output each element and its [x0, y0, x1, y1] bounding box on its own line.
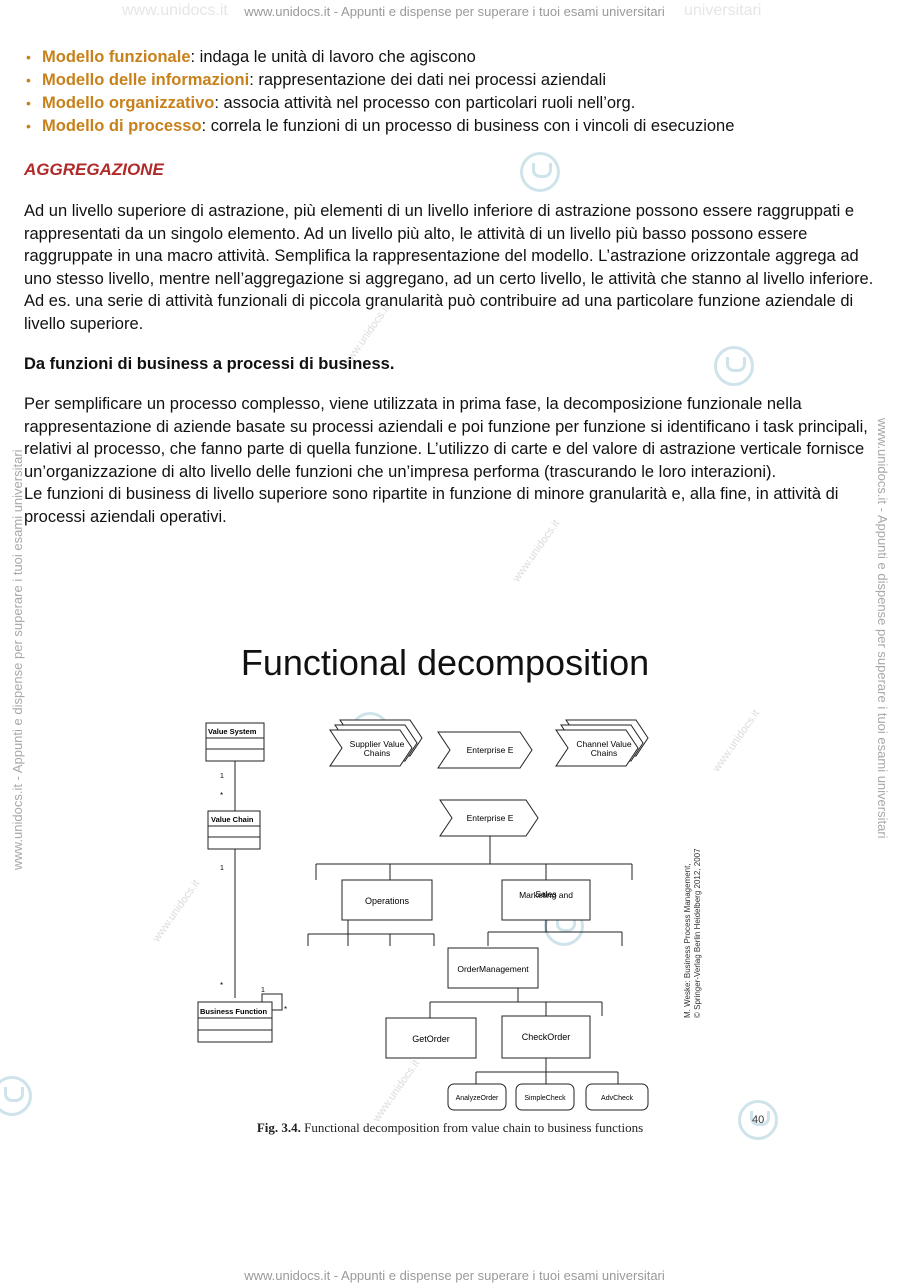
order-management-node — [447, 947, 539, 989]
watermark-logo-icon — [738, 1100, 778, 1140]
supplier-value-chain-shape — [329, 719, 423, 767]
uml-business-function — [197, 993, 283, 1043]
order-management-label: OrderManagement — [457, 964, 529, 974]
uml-multiplicity: * — [220, 981, 223, 990]
model-desc: : indaga le unità di lavoro che agiscono — [190, 48, 476, 66]
model-term: Modello funzionale — [42, 48, 191, 66]
uml-value-chain — [207, 810, 261, 850]
uml-multiplicity: * — [284, 1005, 287, 1014]
section-title-aggregazione: AGGREGAZIONE — [24, 160, 164, 179]
model-list: • Modello funzionale: indaga le unità di … — [24, 46, 884, 138]
bullet-icon: • — [26, 118, 31, 134]
enterprise-root-label: Enterprise E — [467, 813, 514, 823]
decomposition-paragraph-1: Per semplificare un processo complesso, … — [24, 395, 868, 481]
functional-decomposition-figure: Functional decomposition Value System 1 … — [190, 628, 720, 1148]
figure-credit-line2: © Springer-Verlag Berlin Heidelberg 2012… — [693, 848, 702, 1018]
watermark-side-left: www.unidocs.it - Appunti e dispense per … — [10, 449, 25, 870]
figure-caption-text: Functional decomposition from value chai… — [304, 1120, 644, 1135]
uml-multiplicity: 1 — [220, 773, 224, 780]
figure-credit-line1: M. Weske: Business Process Management, — [683, 863, 692, 1018]
adv-check-node — [585, 1083, 649, 1111]
enterprise-root-shape — [439, 799, 539, 837]
tree-connectors — [307, 836, 633, 1084]
model-term: Modello organizzativo — [42, 94, 215, 112]
model-desc: : rappresentazione dei dati nei processi… — [249, 71, 606, 89]
marketing-sales-label: Marketing andSales — [519, 889, 573, 900]
figure-title: Functional decomposition — [241, 642, 649, 683]
page-number: 40 — [752, 1114, 765, 1126]
bullet-icon: • — [26, 95, 31, 111]
decomposition-heading: Da funzioni di business a processi di bu… — [24, 355, 395, 373]
page-content: • Modello funzionale: indaga le unità di … — [24, 46, 884, 528]
check-order-label: CheckOrder — [522, 1032, 571, 1042]
get-order-node — [385, 1017, 477, 1059]
watermark-ghost-right: universitari — [684, 2, 762, 19]
figure-credit: M. Weske: Business Process Management, ©… — [683, 848, 702, 1018]
channel-value-chain-shape — [555, 719, 649, 767]
simple-check-label: SimpleCheck — [524, 1095, 566, 1102]
uml-multiplicity: 1 — [261, 987, 265, 994]
enterprise-chain-label: Enterprise E — [467, 745, 514, 755]
operations-node — [341, 879, 433, 921]
marketing-sales-node — [501, 879, 591, 921]
list-item: • Modello delle informazioni: rappresenta… — [24, 69, 884, 92]
model-term: Modello di processo — [42, 117, 202, 135]
get-order-label: GetOrder — [412, 1034, 450, 1044]
watermark-logo-icon — [520, 152, 560, 192]
model-term: Modello delle informazioni — [42, 71, 250, 89]
adv-check-label: AdvCheck — [601, 1095, 633, 1102]
model-desc: : correla le funzioni di un processo di … — [201, 117, 735, 135]
bullet-icon: • — [26, 72, 31, 88]
watermark-ghost-left: www.unidocs.it — [122, 2, 228, 19]
analyze-order-label: AnalyzeOrder — [456, 1095, 499, 1102]
figure-caption: Fig. 3.4. Functional decomposition from … — [190, 1120, 710, 1136]
watermark-top: www.unidocs.it - Appunti e dispense per … — [244, 4, 665, 19]
list-item: • Modello funzionale: indaga le unità di … — [24, 46, 884, 69]
enterprise-chain-shape — [437, 731, 533, 769]
watermark-logo-icon — [0, 1076, 32, 1116]
uml-value-chain-label: Value Chain — [211, 815, 254, 824]
decomposition-paragraph: Per semplificare un processo complesso, … — [24, 393, 884, 528]
check-order-node — [501, 1015, 591, 1059]
decomposition-paragraph-2: Le funzioni di business di livello super… — [24, 485, 839, 526]
uml-business-function-label: Business Function — [200, 1007, 268, 1016]
aggregazione-paragraph: Ad un livello superiore di astrazione, p… — [24, 202, 874, 333]
list-item: • Modello organizzativo: associa attività… — [24, 92, 884, 115]
simple-check-node — [515, 1083, 575, 1111]
uml-multiplicity: 1 — [220, 865, 224, 872]
uml-multiplicity: * — [220, 791, 223, 800]
analyze-order-node — [447, 1083, 507, 1111]
uml-value-system-label: Value System — [208, 727, 257, 736]
figure-diagram: Functional decomposition Value System 1 … — [197, 642, 702, 1111]
list-item: • Modello di processo: correla le funzion… — [24, 115, 884, 138]
watermark-bottom: www.unidocs.it - Appunti e dispense per … — [244, 1268, 665, 1283]
figure-caption-label: Fig. 3.4. — [256, 1120, 301, 1135]
model-desc: : associa attività nel processo con part… — [214, 94, 636, 112]
bullet-icon: • — [26, 49, 31, 65]
watermark-logo-icon — [714, 346, 754, 386]
operations-label: Operations — [365, 896, 410, 906]
